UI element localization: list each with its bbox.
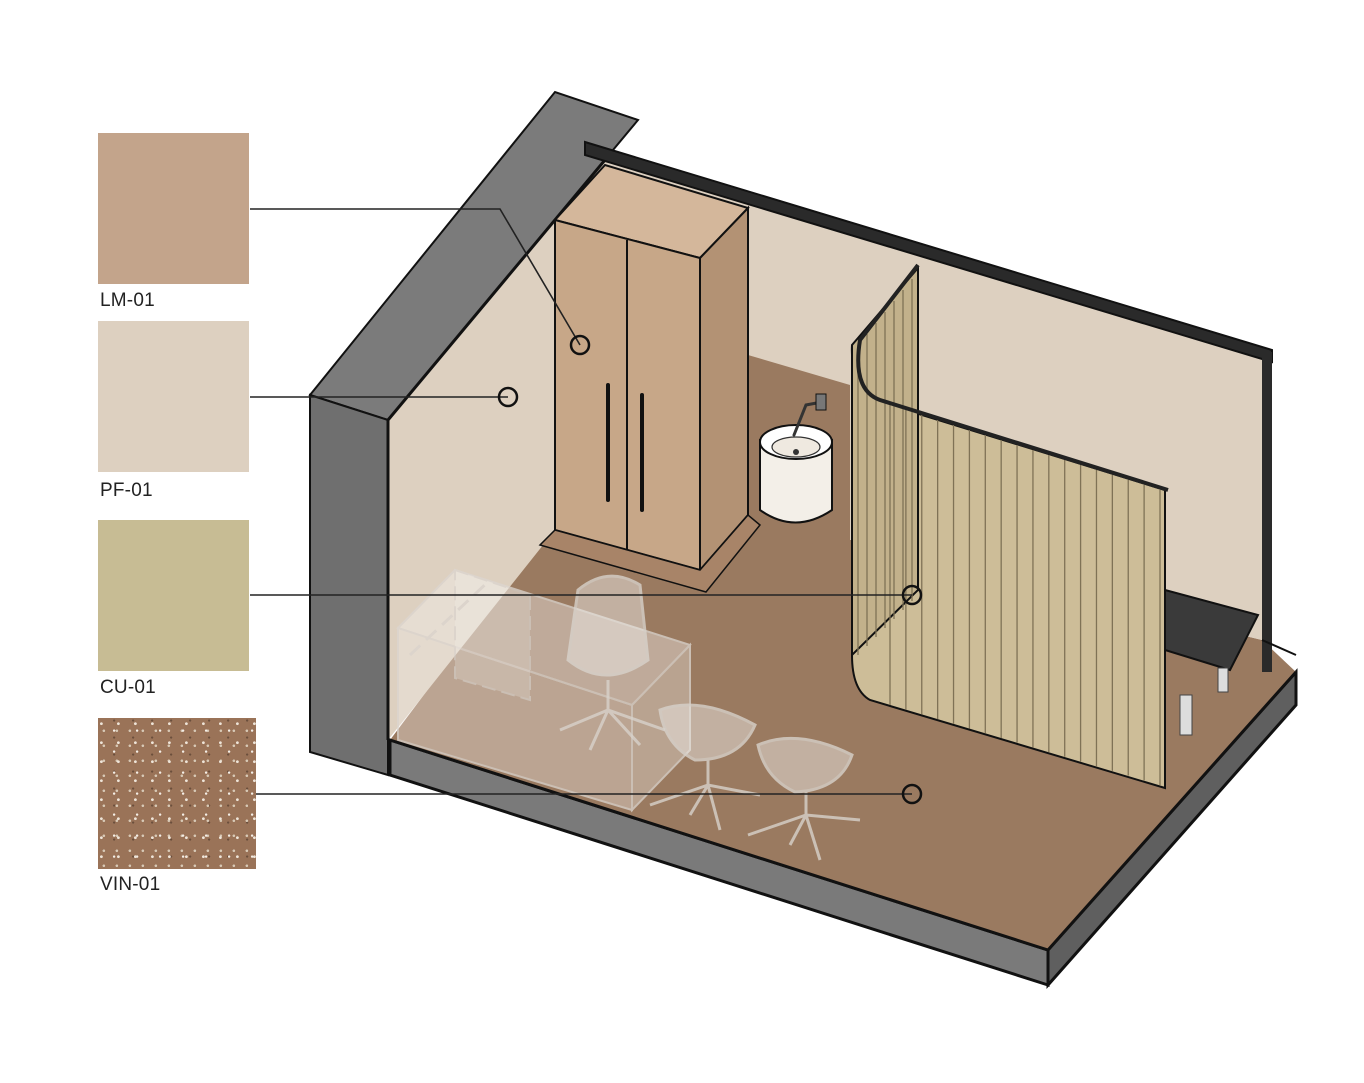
wardrobe-plinth — [538, 513, 762, 593]
marker-cu-01 — [901, 584, 923, 606]
leader-lines — [250, 208, 912, 795]
chair-visitor-1 — [649, 703, 761, 831]
swatch-label-lm-01: LM-01 — [100, 290, 155, 311]
swatch-pf-01 — [98, 321, 249, 472]
wash-basin — [759, 393, 833, 524]
swatch-vin-01 — [98, 718, 256, 869]
swatch-lm-01 — [98, 133, 249, 284]
chair-desk — [559, 574, 666, 751]
leader-lm-01 — [250, 208, 581, 346]
swatch-cu-01 — [98, 520, 249, 671]
marker-vin-01 — [901, 783, 923, 805]
curtain-track — [856, 263, 1169, 492]
wardrobe-side — [699, 205, 749, 573]
left-wall-section-face — [309, 393, 389, 777]
leader-markers — [497, 334, 923, 805]
marker-lm-01 — [569, 334, 591, 356]
chair-visitor-2 — [747, 736, 861, 861]
swatch-label-pf-01: PF-01 — [100, 480, 153, 501]
exam-bed — [1164, 588, 1260, 736]
marker-pf-01 — [497, 386, 519, 408]
swatch-label-cu-01: CU-01 — [100, 677, 156, 698]
wardrobe — [538, 163, 762, 593]
left-wall — [388, 150, 600, 740]
swatch-label-vin-01: VIN-01 — [100, 874, 161, 895]
right-post — [1262, 352, 1272, 672]
